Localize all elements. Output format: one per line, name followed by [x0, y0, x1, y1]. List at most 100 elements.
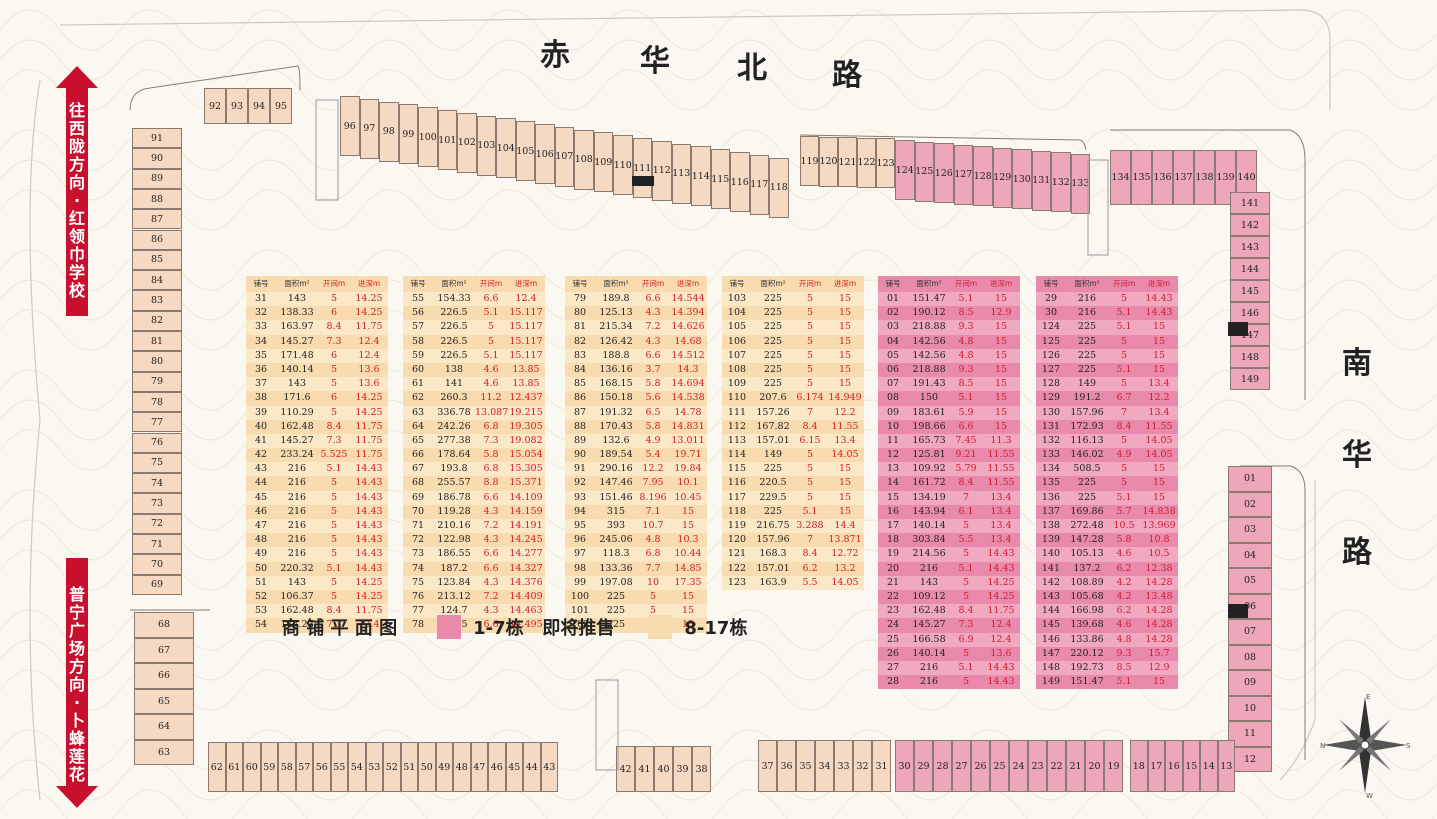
shop-unit[interactable]: 19 — [1104, 740, 1123, 792]
shop-unit[interactable]: 123 — [876, 138, 895, 189]
shop-unit[interactable]: 27 — [952, 740, 971, 792]
shop-unit[interactable]: 29 — [914, 740, 933, 792]
shop-unit[interactable]: 116 — [730, 152, 750, 212]
shop-unit[interactable]: 62 — [208, 742, 226, 792]
shop-unit[interactable]: 04 — [1228, 542, 1272, 568]
shop-unit[interactable]: 146 — [1230, 302, 1270, 324]
shop-unit[interactable]: 49 — [435, 742, 453, 792]
shop-unit[interactable]: 44 — [523, 742, 541, 792]
shop-unit[interactable]: 143 — [1230, 236, 1270, 258]
shop-unit[interactable]: 139 — [1215, 150, 1236, 205]
shop-unit[interactable]: 105 — [515, 121, 535, 182]
shop-unit[interactable]: 131 — [1031, 150, 1051, 211]
shop-unit[interactable]: 53 — [365, 742, 383, 792]
shop-unit[interactable]: 84 — [132, 270, 182, 291]
shop-unit[interactable]: 100 — [418, 107, 438, 168]
shop-unit[interactable]: 30 — [895, 740, 914, 792]
shop-unit[interactable]: 05 — [1228, 568, 1272, 594]
shop-unit[interactable]: 41 — [635, 746, 654, 792]
shop-unit[interactable]: 144 — [1230, 258, 1270, 280]
shop-unit[interactable]: 39 — [673, 746, 692, 792]
shop-unit[interactable]: 25 — [990, 740, 1009, 792]
shop-unit[interactable]: 101 — [437, 110, 457, 170]
shop-unit[interactable]: 56 — [313, 742, 331, 792]
shop-unit[interactable]: 135 — [1131, 150, 1152, 205]
shop-unit[interactable]: 47 — [470, 742, 488, 792]
shop-unit[interactable]: 68 — [134, 612, 194, 638]
shop-unit[interactable]: 92 — [204, 88, 226, 124]
shop-unit[interactable]: 82 — [132, 310, 182, 331]
shop-unit[interactable]: 142 — [1230, 214, 1270, 236]
shop-unit[interactable]: 133 — [1070, 153, 1090, 214]
shop-unit[interactable]: 134 — [1110, 150, 1131, 205]
shop-unit[interactable]: 07 — [1228, 619, 1272, 645]
shop-unit[interactable]: 93 — [226, 88, 248, 124]
shop-unit[interactable]: 141 — [1230, 192, 1270, 214]
shop-unit[interactable]: 65 — [134, 688, 194, 714]
shop-unit[interactable]: 02 — [1228, 491, 1272, 517]
shop-unit[interactable]: 67 — [134, 637, 194, 663]
shop-unit[interactable]: 124 — [895, 140, 915, 200]
shop-unit[interactable]: 23 — [1028, 740, 1047, 792]
shop-unit[interactable]: 32 — [853, 740, 872, 792]
shop-unit[interactable]: 112 — [652, 140, 672, 201]
shop-unit[interactable]: 97 — [359, 98, 379, 159]
shop-unit[interactable]: 120 — [819, 136, 838, 187]
shop-unit[interactable]: 79 — [132, 371, 182, 392]
shop-unit[interactable]: 94 — [248, 88, 270, 124]
shop-unit[interactable]: 21 — [1066, 740, 1085, 792]
shop-unit[interactable]: 83 — [132, 290, 182, 311]
shop-unit[interactable]: 113 — [671, 143, 691, 204]
shop-unit[interactable]: 81 — [132, 331, 182, 352]
shop-unit[interactable]: 75 — [132, 452, 182, 474]
shop-unit[interactable]: 88 — [132, 188, 182, 210]
shop-unit[interactable]: 110 — [613, 135, 633, 196]
shop-unit[interactable]: 106 — [535, 124, 555, 184]
shop-unit[interactable]: 35 — [796, 740, 815, 792]
shop-unit[interactable]: 08 — [1228, 644, 1272, 670]
shop-unit[interactable]: 70 — [132, 554, 182, 575]
shop-unit[interactable]: 74 — [132, 473, 182, 494]
shop-unit[interactable]: 38 — [692, 746, 711, 792]
shop-unit[interactable]: 69 — [132, 574, 182, 595]
shop-unit[interactable]: 22 — [1047, 740, 1066, 792]
shop-unit[interactable]: 91 — [132, 128, 182, 149]
shop-unit[interactable]: 86 — [132, 229, 182, 250]
shop-unit[interactable]: 118 — [769, 157, 789, 218]
shop-unit[interactable]: 33 — [834, 740, 853, 792]
shop-unit[interactable]: 98 — [379, 101, 399, 162]
shop-unit[interactable]: 11 — [1228, 721, 1272, 747]
shop-unit[interactable]: 85 — [132, 249, 182, 271]
shop-unit[interactable]: 18 — [1130, 740, 1148, 792]
shop-unit[interactable]: 58 — [278, 742, 296, 792]
shop-unit[interactable]: 55 — [330, 742, 348, 792]
shop-unit[interactable]: 09 — [1228, 670, 1272, 696]
shop-unit[interactable]: 13 — [1217, 740, 1235, 792]
shop-unit[interactable]: 10 — [1228, 695, 1272, 721]
shop-unit[interactable]: 45 — [505, 742, 523, 792]
shop-unit[interactable]: 136 — [1152, 150, 1173, 205]
shop-unit[interactable]: 51 — [400, 742, 418, 792]
shop-unit[interactable]: 130 — [1012, 149, 1032, 209]
shop-unit[interactable]: 132 — [1051, 152, 1071, 212]
shop-unit[interactable]: 48 — [453, 742, 471, 792]
shop-unit[interactable]: 109 — [593, 132, 613, 193]
shop-unit[interactable]: 03 — [1228, 517, 1272, 543]
shop-unit[interactable]: 77 — [132, 412, 182, 433]
shop-unit[interactable]: 43 — [540, 742, 558, 792]
shop-unit[interactable]: 28 — [933, 740, 952, 792]
shop-unit[interactable]: 64 — [134, 714, 194, 740]
shop-unit[interactable]: 114 — [691, 146, 711, 207]
shop-unit[interactable]: 24 — [1009, 740, 1028, 792]
shop-unit[interactable]: 148 — [1230, 346, 1270, 368]
shop-unit[interactable]: 54 — [348, 742, 366, 792]
shop-unit[interactable]: 16 — [1165, 740, 1183, 792]
shop-unit[interactable]: 149 — [1230, 368, 1270, 390]
shop-unit[interactable]: 15 — [1182, 740, 1200, 792]
shop-unit[interactable]: 121 — [838, 137, 857, 188]
shop-unit[interactable]: 104 — [496, 118, 516, 179]
shop-unit[interactable]: 80 — [132, 351, 182, 372]
shop-unit[interactable]: 99 — [398, 104, 418, 165]
shop-unit[interactable]: 71 — [132, 534, 182, 555]
shop-unit[interactable]: 95 — [270, 88, 292, 124]
